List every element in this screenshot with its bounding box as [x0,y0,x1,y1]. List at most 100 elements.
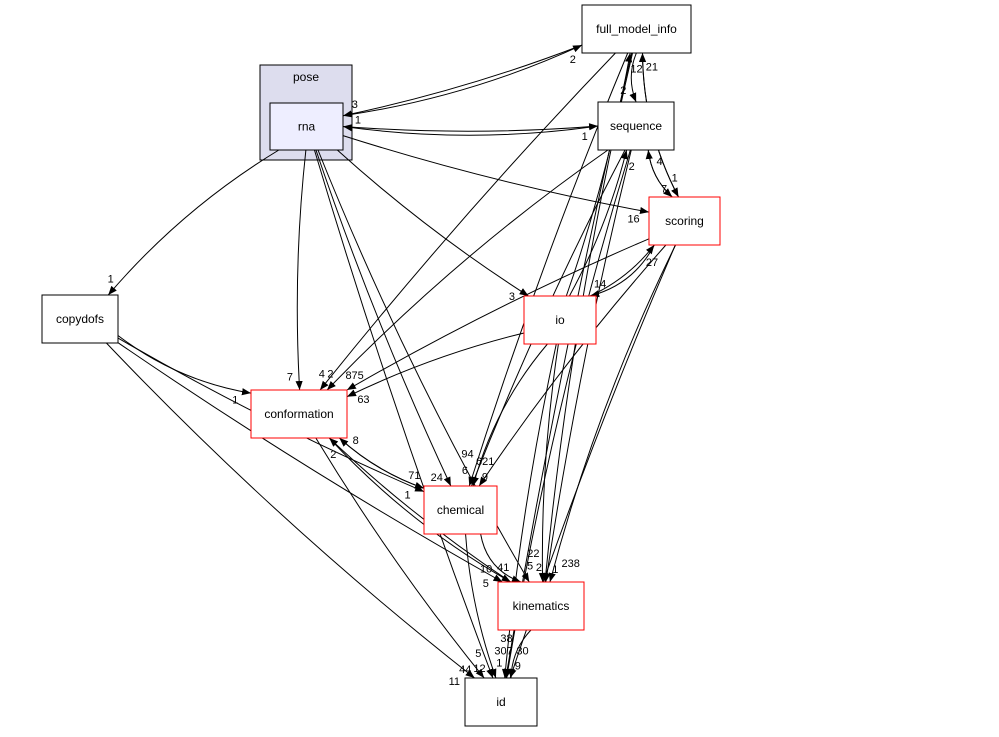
edge-conformation-to-kinematics[interactable] [328,437,511,583]
edge-label[interactable]: 1 [582,131,588,143]
edge-label[interactable]: 11 [449,676,460,688]
edge-scoring-to-conformation[interactable] [346,238,650,391]
node-chemical[interactable]: chemical [423,485,498,535]
edge-label[interactable]: 1 [232,394,238,406]
edge-full_model_info-to-sequence[interactable] [629,52,637,103]
edge-copydofs-to-kinematics[interactable] [117,342,503,583]
edge-label[interactable]: 12 [473,663,485,675]
edge-copydofs-to-conformation[interactable] [117,335,252,396]
node-scoring[interactable]: scoring [648,196,721,246]
node-label: io [555,313,565,327]
edge-scoring-to-io[interactable] [590,244,655,298]
edge-label[interactable]: 16 [627,213,639,225]
edge-label[interactable]: 21 [646,62,658,74]
node-id[interactable]: id [464,677,538,727]
node-label: sequence [610,119,662,133]
edge-chemical-to-conformation[interactable] [339,437,425,489]
edge-sequence-to-kinematics[interactable] [543,149,632,583]
edge-chemical-to-kinematics[interactable] [480,533,522,583]
edge-label[interactable]: 44 [459,664,471,676]
edge-label[interactable]: 307 [494,645,512,657]
edge-label[interactable]: 2 [620,85,626,97]
edge-rna-to-id[interactable] [313,149,494,679]
node-rna[interactable]: rna [269,102,344,151]
edge-io-to-sequence[interactable] [568,149,628,297]
node-label: scoring [665,214,704,228]
edge-label[interactable]: 4 [319,368,325,380]
node-label: kinematics [513,599,570,613]
edge-label[interactable]: 3 [352,99,358,111]
edge-copydofs-to-id[interactable] [106,342,475,679]
edge-label[interactable]: 1 [496,658,502,670]
edge-io-to-full_model_info[interactable] [565,52,633,297]
edge-label[interactable]: 14 [594,278,606,290]
edge-label[interactable]: 1 [108,273,114,285]
edge-label[interactable]: 2 [536,562,542,574]
edge-label[interactable]: 30 [516,646,528,658]
edge-scoring-to-kinematics[interactable] [548,244,677,583]
edge-rna-to-io[interactable] [336,149,529,297]
edge-label[interactable]: 27 [646,257,658,269]
edge-rna-to-sequence[interactable] [342,123,599,132]
edge-label[interactable]: 8 [353,435,359,447]
node-label: id [496,695,505,709]
edge-label[interactable]: 2 [330,449,336,461]
edge-sequence-to-conformation[interactable] [326,149,609,391]
edge-full_model_info-to-conformation[interactable] [319,52,616,391]
edge-rna-to-copydofs[interactable] [107,149,280,296]
edge-label[interactable]: 9 [482,471,488,483]
edge-label[interactable]: 5 [483,578,489,590]
node-conformation[interactable]: conformation [250,389,348,439]
node-copydofs[interactable]: copydofs [41,294,119,344]
edge-label[interactable]: 1 [552,564,558,576]
node-kinematics[interactable]: kinematics [497,581,585,631]
edge-label[interactable]: 6 [462,465,468,477]
edge-rna-to-scoring[interactable] [342,135,650,215]
edge-io-to-conformation[interactable] [346,332,525,398]
edge-label[interactable]: 3 [509,291,515,303]
node-sequence[interactable]: sequence [597,101,675,151]
edge-label[interactable]: 12 [630,63,642,75]
edge-label[interactable]: 2 [629,161,635,173]
edge-rna-to-full_model_info[interactable] [342,44,583,117]
edge-label[interactable]: 38 [500,633,512,645]
edge-kinematics-to-id[interactable] [507,629,532,679]
edge-label[interactable]: 1 [672,173,678,185]
edge-label[interactable]: 63 [357,394,369,406]
edge-chemical-to-id[interactable] [465,533,497,679]
edge-scoring-to-chemical[interactable] [478,244,667,487]
edge-rna-to-conformation[interactable] [295,149,307,391]
edge-label[interactable]: 621 [476,456,494,468]
edge-io-to-id[interactable] [501,343,557,679]
edge-label[interactable]: 41 [497,562,509,574]
edge-label[interactable]: 94 [461,448,473,460]
node-full_model_info[interactable]: full_model_info [581,4,692,54]
edge-label[interactable]: 4 [657,156,663,168]
edge-label[interactable]: 7 [287,371,293,383]
edge-label[interactable]: 2 [327,369,333,381]
edge-label[interactable]: 22 [527,548,539,560]
edge-label[interactable]: 71 [408,470,420,482]
edge-sequence-to-rna[interactable] [342,124,599,136]
edge-label[interactable]: 238 [561,558,579,570]
edge-io-to-chemical[interactable] [471,343,548,487]
edge-label[interactable]: 1 [355,114,361,126]
edge-label[interactable]: 5 [475,648,481,660]
edge-scoring-to-sequence[interactable] [645,149,673,198]
edge-conformation-to-id[interactable] [315,437,485,679]
edge-label[interactable]: 5 [527,560,533,572]
edge-io-to-kinematics[interactable] [538,343,559,583]
edge-full_model_info-to-rna[interactable] [342,44,583,118]
node-io[interactable]: io [523,295,597,345]
edge-label[interactable]: 1 [404,489,410,501]
edge-label[interactable]: 2 [570,54,576,66]
edge-label[interactable]: 24 [431,472,443,484]
edge-kinematics-to-conformation[interactable] [328,437,512,583]
edge-label[interactable]: 7 [661,183,667,195]
edge-label[interactable]: 875 [345,370,363,382]
edge-label[interactable]: 10 [480,564,492,576]
edge-rna-to-chemical[interactable] [315,149,452,487]
edge-label[interactable]: 9 [515,661,521,673]
